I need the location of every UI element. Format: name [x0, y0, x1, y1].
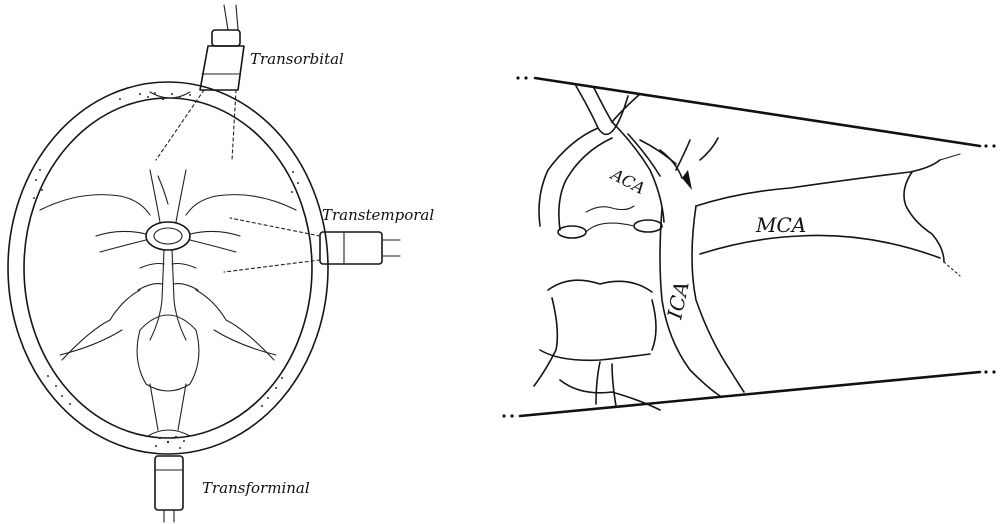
ica-label: ICA: [662, 279, 694, 322]
skull-outer-table: [8, 82, 328, 454]
skull-axial-diagram: Transorbital Transtemporal Transforminal: [8, 5, 434, 522]
vessel-insonation-diagram: ACA ICA MCA: [502, 76, 995, 417]
skull-inner-table: [24, 98, 312, 438]
transforminal-probe: [155, 456, 183, 522]
ica-vessel: [660, 138, 744, 396]
mca-label: MCA: [755, 213, 806, 237]
transforminal-label: Transforminal: [202, 479, 310, 497]
aca-label: ACA: [606, 164, 648, 198]
field-of-view-wedge: [502, 76, 995, 417]
aca-vessels: [534, 86, 676, 410]
transtemporal-label: Transtemporal: [322, 206, 434, 224]
transorbital-label: Transorbital: [250, 50, 344, 68]
mca-vessel: [696, 154, 960, 276]
